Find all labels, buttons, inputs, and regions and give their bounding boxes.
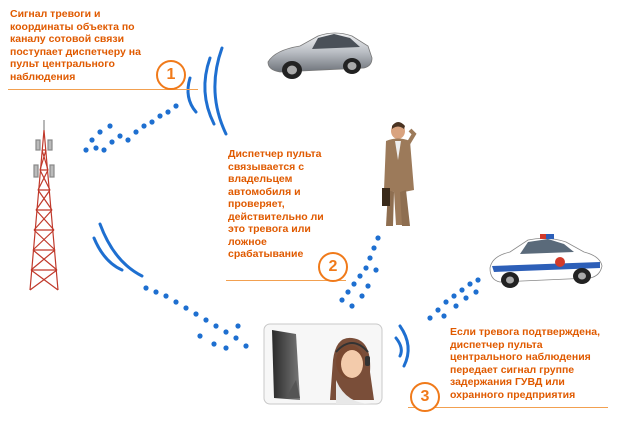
signal-dots [83, 103, 481, 351]
step-3-number: 3 [410, 382, 440, 412]
car-icon [267, 32, 373, 79]
cell-tower-icon [29, 120, 59, 291]
businessman-icon [382, 122, 417, 226]
step-1-text: Сигнал тревоги и координаты объекта по к… [10, 8, 141, 83]
step-1-number: 1 [156, 60, 186, 90]
step-3-text: Если тревога подтверждена, диспетчер пул… [450, 326, 601, 401]
signal-waves [92, 46, 410, 368]
step-1-divider [8, 89, 198, 90]
step-2-number: 2 [318, 252, 348, 282]
step-2-text: Диспетчер пульта связывается с владельце… [228, 148, 324, 260]
dispatcher-monitor-icon [263, 323, 383, 405]
police-car-icon [489, 234, 603, 288]
step-2-divider [226, 280, 346, 281]
step-3-divider [408, 407, 608, 408]
